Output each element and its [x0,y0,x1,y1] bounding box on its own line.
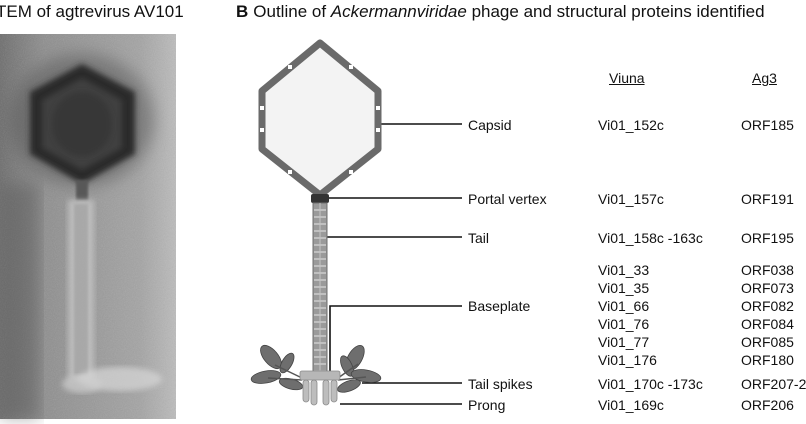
capsid-segment-gaps [260,65,380,174]
ag3-baseplate-5: ORF085 [741,334,794,350]
baseplate-leader [329,305,462,380]
label-portal-vertex: Portal vertex [468,191,547,207]
viuna-baseplate-4: Vi01_76 [598,316,650,332]
panel-b-title-part2: phage and structural proteins identified [466,2,765,21]
viuna-prong: Vi01_169c [598,397,664,413]
tail-spikes-shape [250,344,382,393]
ag3-baseplate-6: ORF180 [741,352,794,368]
ag3-baseplate-1: ORF038 [741,262,794,278]
viuna-portal: Vi01_157c [598,191,664,207]
ag3-capsid: ORF185 [741,117,794,133]
ag3-tail: ORF195 [741,230,794,246]
ag3-prong: ORF206 [741,397,794,413]
capsid-shape [258,39,382,199]
viuna-baseplate-6: Vi01_176 [598,352,657,368]
portal-vertex-shape [311,194,329,203]
viuna-tail-spikes: Vi01_170c -173c [598,376,703,392]
label-tail: Tail [468,230,490,246]
viuna-baseplate-2: Vi01_35 [598,280,650,296]
ag3-portal: ORF191 [741,191,794,207]
label-capsid: Capsid [468,117,512,133]
panel-b-title-italic: Ackermannviridae [330,2,467,21]
prong-shape [302,379,338,406]
viuna-baseplate-1: Vi01_33 [598,262,650,278]
ag3-baseplate-4: ORF084 [741,316,794,332]
panel-b-title-part1: Outline of [253,2,331,21]
ag3-tail-spikes: ORF207-2 [741,376,806,392]
ag3-baseplate-2: ORF073 [741,280,794,296]
column-header-viuna: Viuna [609,70,645,86]
viuna-capsid: Vi01_152c [598,117,664,133]
panel-a-title: TEM of agtrevirus AV101 [0,2,184,21]
tem-micrograph [0,34,176,419]
baseplate-shape [299,370,341,381]
panel-b-letter: B [236,2,249,21]
label-baseplate: Baseplate [468,298,531,314]
viuna-baseplate-5: Vi01_77 [598,334,650,350]
label-tail-spikes: Tail spikes [468,376,533,392]
viuna-tail: Vi01_158c -163c [598,230,703,246]
column-header-ag3: Ag3 [752,70,777,86]
viuna-baseplate-3: Vi01_66 [598,298,650,314]
label-prong: Prong [468,397,506,413]
ag3-baseplate-3: ORF082 [741,298,794,314]
leader-lines [324,123,462,405]
